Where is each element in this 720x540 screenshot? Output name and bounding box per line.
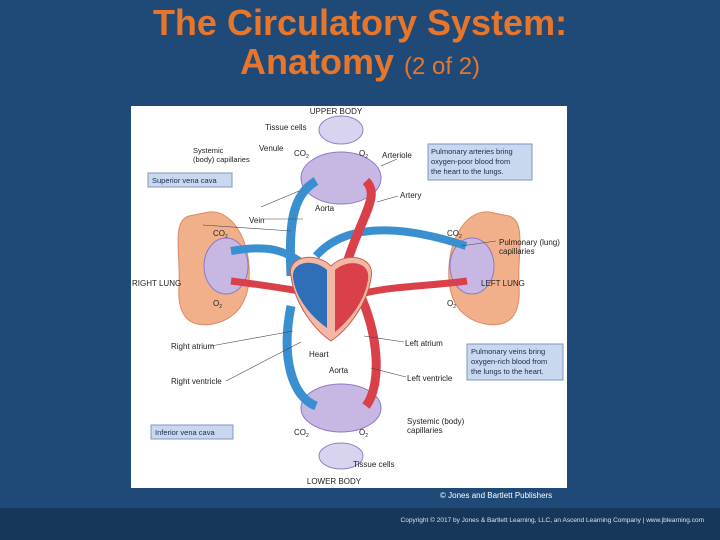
label-o2-left-lung: O2	[447, 299, 456, 310]
pulmonary-vein-left-vessel	[360, 277, 468, 298]
label-o2-bottom: O2	[359, 428, 368, 439]
label-left-lung: LEFT LUNG	[481, 279, 525, 288]
label-systemic-capillaries-bottom: Systemic (body)capillaries	[407, 417, 465, 435]
inferior-vena-cava-box	[150, 424, 234, 440]
title-line-2: Anatomy (2 of 2)	[0, 40, 720, 82]
inferior-vena-cava-vessel	[282, 305, 319, 411]
label-co2-bottom: CO2	[294, 428, 309, 439]
label-upper-body: UPPER BODY	[310, 107, 363, 116]
label-right-ventricle: Right ventricle	[171, 377, 222, 386]
lower-tissue-cells	[318, 442, 364, 470]
label-right-atrium: Right atrium	[171, 342, 214, 351]
label-artery: Artery	[400, 191, 421, 200]
leader-lines	[202, 158, 497, 382]
circulatory-diagram: UPPER BODY Tissue cells Systemic(body) c…	[131, 106, 567, 488]
label-co2-top: CO2	[294, 149, 309, 160]
label-inferior-vena-cava: Inferior vena cava	[155, 428, 215, 437]
label-pulmonary-capillaries: Pulmonary (lung)capillaries	[499, 238, 560, 256]
label-systemic-capillaries-top: Systemic(body) capillaries	[193, 146, 250, 164]
label-co2-left-lung: CO2	[447, 229, 462, 240]
circulatory-diagram-svg	[147, 115, 564, 470]
copyright-text: Copyright © 2017 by Jones & Bartlett Lea…	[400, 517, 704, 524]
diagram-labels: UPPER BODY Tissue cells Systemic(body) c…	[132, 107, 560, 486]
label-co2-right-lung: CO2	[213, 229, 228, 240]
label-aorta-top: Aorta	[315, 204, 335, 213]
lower-systemic-capillaries	[300, 383, 382, 433]
pulmonary-veins-box	[466, 343, 564, 381]
label-aorta-bottom: Aorta	[329, 366, 349, 375]
slide-footer: Copyright © 2017 by Jones & Bartlett Lea…	[0, 508, 720, 540]
label-heart: Heart	[309, 350, 329, 359]
label-superior-vena-cava: Superior vena cava	[152, 176, 217, 185]
upper-systemic-capillaries	[300, 151, 382, 205]
label-left-atrium: Left atrium	[405, 339, 443, 348]
image-credit: © Jones and Bartlett Publishers	[440, 491, 553, 500]
label-left-ventricle: Left ventricle	[407, 374, 453, 383]
superior-vena-cava-box	[147, 172, 233, 188]
superior-vena-cava-vessel	[285, 177, 319, 277]
slide-title: The Circulatory System: Anatomy (2 of 2)	[0, 2, 720, 82]
label-venule: Venule	[259, 144, 284, 153]
label-arteriole: Arteriole	[382, 151, 412, 160]
pulmonary-artery-left-vessel	[312, 226, 468, 259]
heart-left-side	[335, 263, 369, 332]
label-tissue-cells-bottom: Tissue cells	[353, 460, 395, 469]
title-suffix: (2 of 2)	[404, 52, 481, 80]
label-o2-right-lung: O2	[213, 299, 222, 310]
label-vein: Vein	[249, 216, 265, 225]
title-line-1: The Circulatory System:	[152, 2, 568, 43]
label-right-lung: RIGHT LUNG	[132, 279, 181, 288]
label-tissue-cells-top: Tissue cells	[265, 123, 307, 132]
label-o2-top: O2	[359, 149, 368, 160]
pulmonary-arteries-box	[427, 143, 533, 181]
label-lower-body: LOWER BODY	[307, 477, 362, 486]
title-main: Anatomy	[239, 40, 394, 82]
upper-tissue-cells	[318, 115, 364, 145]
aorta-upper-vessel	[341, 177, 376, 268]
heart-right-side	[292, 262, 327, 328]
